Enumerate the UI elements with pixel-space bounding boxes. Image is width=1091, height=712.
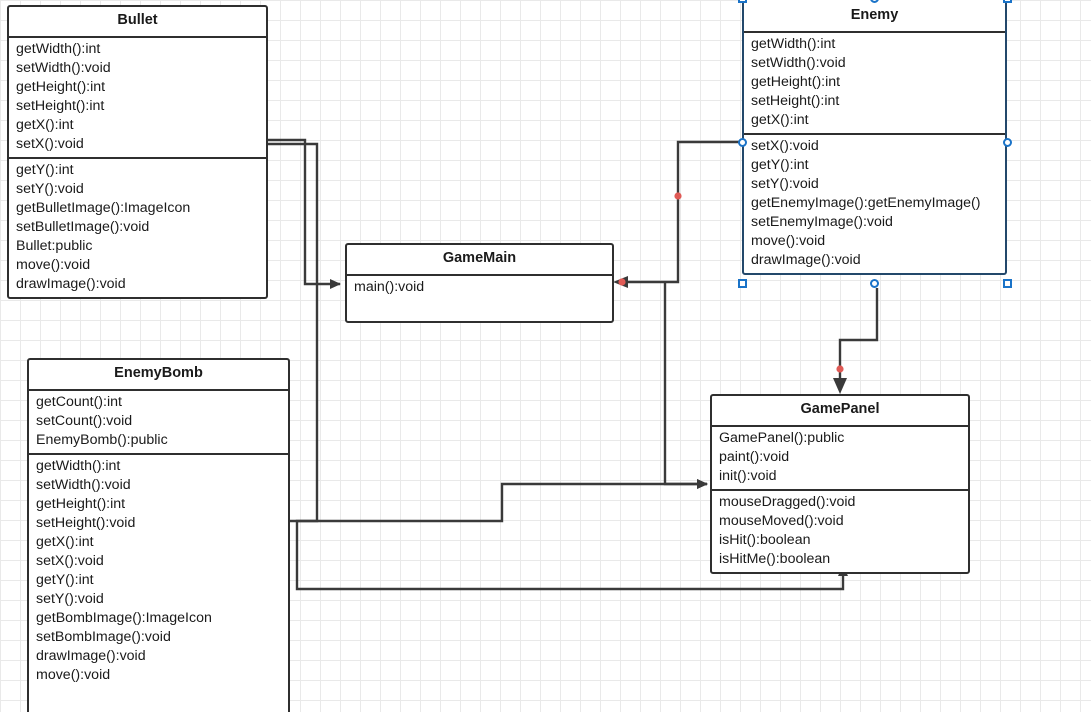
member: setX():void xyxy=(16,135,84,152)
edge-enemy-to-gamemain xyxy=(628,140,742,284)
member: setHeight():int xyxy=(751,92,840,109)
class-box-gamepanel[interactable]: GamePanel GamePanel():public paint():voi… xyxy=(710,394,970,574)
member: getWidth():int xyxy=(751,35,836,52)
edge-enemy-to-gamemain-head xyxy=(613,276,628,288)
class-box-enemybomb[interactable]: EnemyBomb getCount():int setCount():void… xyxy=(27,358,290,712)
selection-handle-middle-right[interactable] xyxy=(1003,138,1012,147)
member: getY():int xyxy=(36,571,94,588)
member: getBombImage():ImageIcon xyxy=(36,609,212,626)
member: init():void xyxy=(719,467,777,484)
member: move():void xyxy=(16,256,91,273)
member: getY():int xyxy=(16,161,74,178)
member: getHeight():int xyxy=(36,495,126,512)
class-title-enemy: Enemy xyxy=(744,0,1005,33)
member: setCount():void xyxy=(36,412,133,429)
selection-handle-top-right[interactable] xyxy=(1003,0,1012,3)
member: drawImage():void xyxy=(16,275,126,292)
waypoint-marker[interactable] xyxy=(674,192,682,200)
member: mouseDragged():void xyxy=(719,493,856,510)
class-title-gamemain: GameMain xyxy=(347,245,612,276)
edge-enemy-to-gamepanel-head xyxy=(833,378,847,394)
member: setEnemyImage():void xyxy=(751,213,893,230)
class-box-gamemain[interactable]: GameMain main():void xyxy=(345,243,614,323)
member: isHit():boolean xyxy=(719,531,811,548)
member: getX():int xyxy=(751,111,809,128)
member: setBombImage():void xyxy=(36,628,171,645)
member: EnemyBomb():public xyxy=(36,431,168,448)
member: move():void xyxy=(36,666,111,683)
member: getBulletImage():ImageIcon xyxy=(16,199,191,216)
class-compartment-gamepanel-1: GamePanel():public paint():void init():v… xyxy=(712,427,968,491)
member: move():void xyxy=(751,232,826,249)
member: setY():void xyxy=(16,180,84,197)
waypoint-marker[interactable] xyxy=(836,365,844,373)
member: drawImage():void xyxy=(36,647,146,664)
selection-handle-middle-left[interactable] xyxy=(738,138,747,147)
member: setY():void xyxy=(751,175,819,192)
class-compartment-enemybomb-1: getCount():int setCount():void EnemyBomb… xyxy=(29,391,288,455)
member: getWidth():int xyxy=(16,40,101,57)
member: setX():void xyxy=(751,137,819,154)
member: Bullet:public xyxy=(16,237,93,254)
edge-bullet-to-gamemain xyxy=(268,138,341,289)
member: setWidth():void xyxy=(751,54,846,71)
class-compartment-bullet-2: getY():int setY():void getBulletImage():… xyxy=(9,159,266,297)
member: setBulletImage():void xyxy=(16,218,150,235)
member: getY():int xyxy=(751,156,809,173)
class-compartment-enemy-2: setX():void getY():int setY():void getEn… xyxy=(744,135,1005,273)
class-title-bullet: Bullet xyxy=(9,7,266,38)
class-title-gamepanel: GamePanel xyxy=(712,396,968,427)
class-compartment-gamepanel-2: mouseDragged():void mouseMoved():void is… xyxy=(712,491,968,572)
member: getCount():int xyxy=(36,393,122,410)
class-compartment-enemy-1: getWidth():int setWidth():void getHeight… xyxy=(744,33,1005,135)
member: main():void xyxy=(354,278,425,295)
class-compartment-gamemain-1: main():void xyxy=(347,276,612,321)
member: drawImage():void xyxy=(751,251,861,268)
member: getX():int xyxy=(36,533,94,550)
member: GamePanel():public xyxy=(719,429,845,446)
edge-gamemain-to-gamepanel xyxy=(663,283,708,489)
selection-handle-bottom-right[interactable] xyxy=(1003,279,1012,288)
member: setWidth():void xyxy=(16,59,111,76)
member: isHitMe():boolean xyxy=(719,550,831,567)
member: mouseMoved():void xyxy=(719,512,844,529)
member: getHeight():int xyxy=(751,73,841,90)
member: getWidth():int xyxy=(36,457,121,474)
member: getX():int xyxy=(16,116,74,133)
selection-handle-bottom-center[interactable] xyxy=(870,279,879,288)
member: getHeight():int xyxy=(16,78,106,95)
member: setHeight():void xyxy=(36,514,136,531)
class-box-enemy[interactable]: Enemy getWidth():int setWidth():void get… xyxy=(742,0,1007,275)
member: setX():void xyxy=(36,552,104,569)
class-compartment-bullet-1: getWidth():int setWidth():void getHeight… xyxy=(9,38,266,159)
waypoint-marker[interactable] xyxy=(618,278,626,286)
member: setY():void xyxy=(36,590,104,607)
selection-handle-top-left[interactable] xyxy=(738,0,747,3)
member: setHeight():int xyxy=(16,97,105,114)
member: getEnemyImage():getEnemyImage() xyxy=(751,194,981,211)
edge-enemy-to-gamepanel xyxy=(838,288,879,382)
member: setWidth():void xyxy=(36,476,131,493)
class-box-bullet[interactable]: Bullet getWidth():int setWidth():void ge… xyxy=(7,5,268,299)
edge-enemybomb-to-gamepanel xyxy=(290,479,708,523)
class-compartment-enemybomb-2: getWidth():int setWidth():void getHeight… xyxy=(29,455,288,712)
selection-handle-bottom-left[interactable] xyxy=(738,279,747,288)
class-title-enemybomb: EnemyBomb xyxy=(29,360,288,391)
member: paint():void xyxy=(719,448,790,465)
